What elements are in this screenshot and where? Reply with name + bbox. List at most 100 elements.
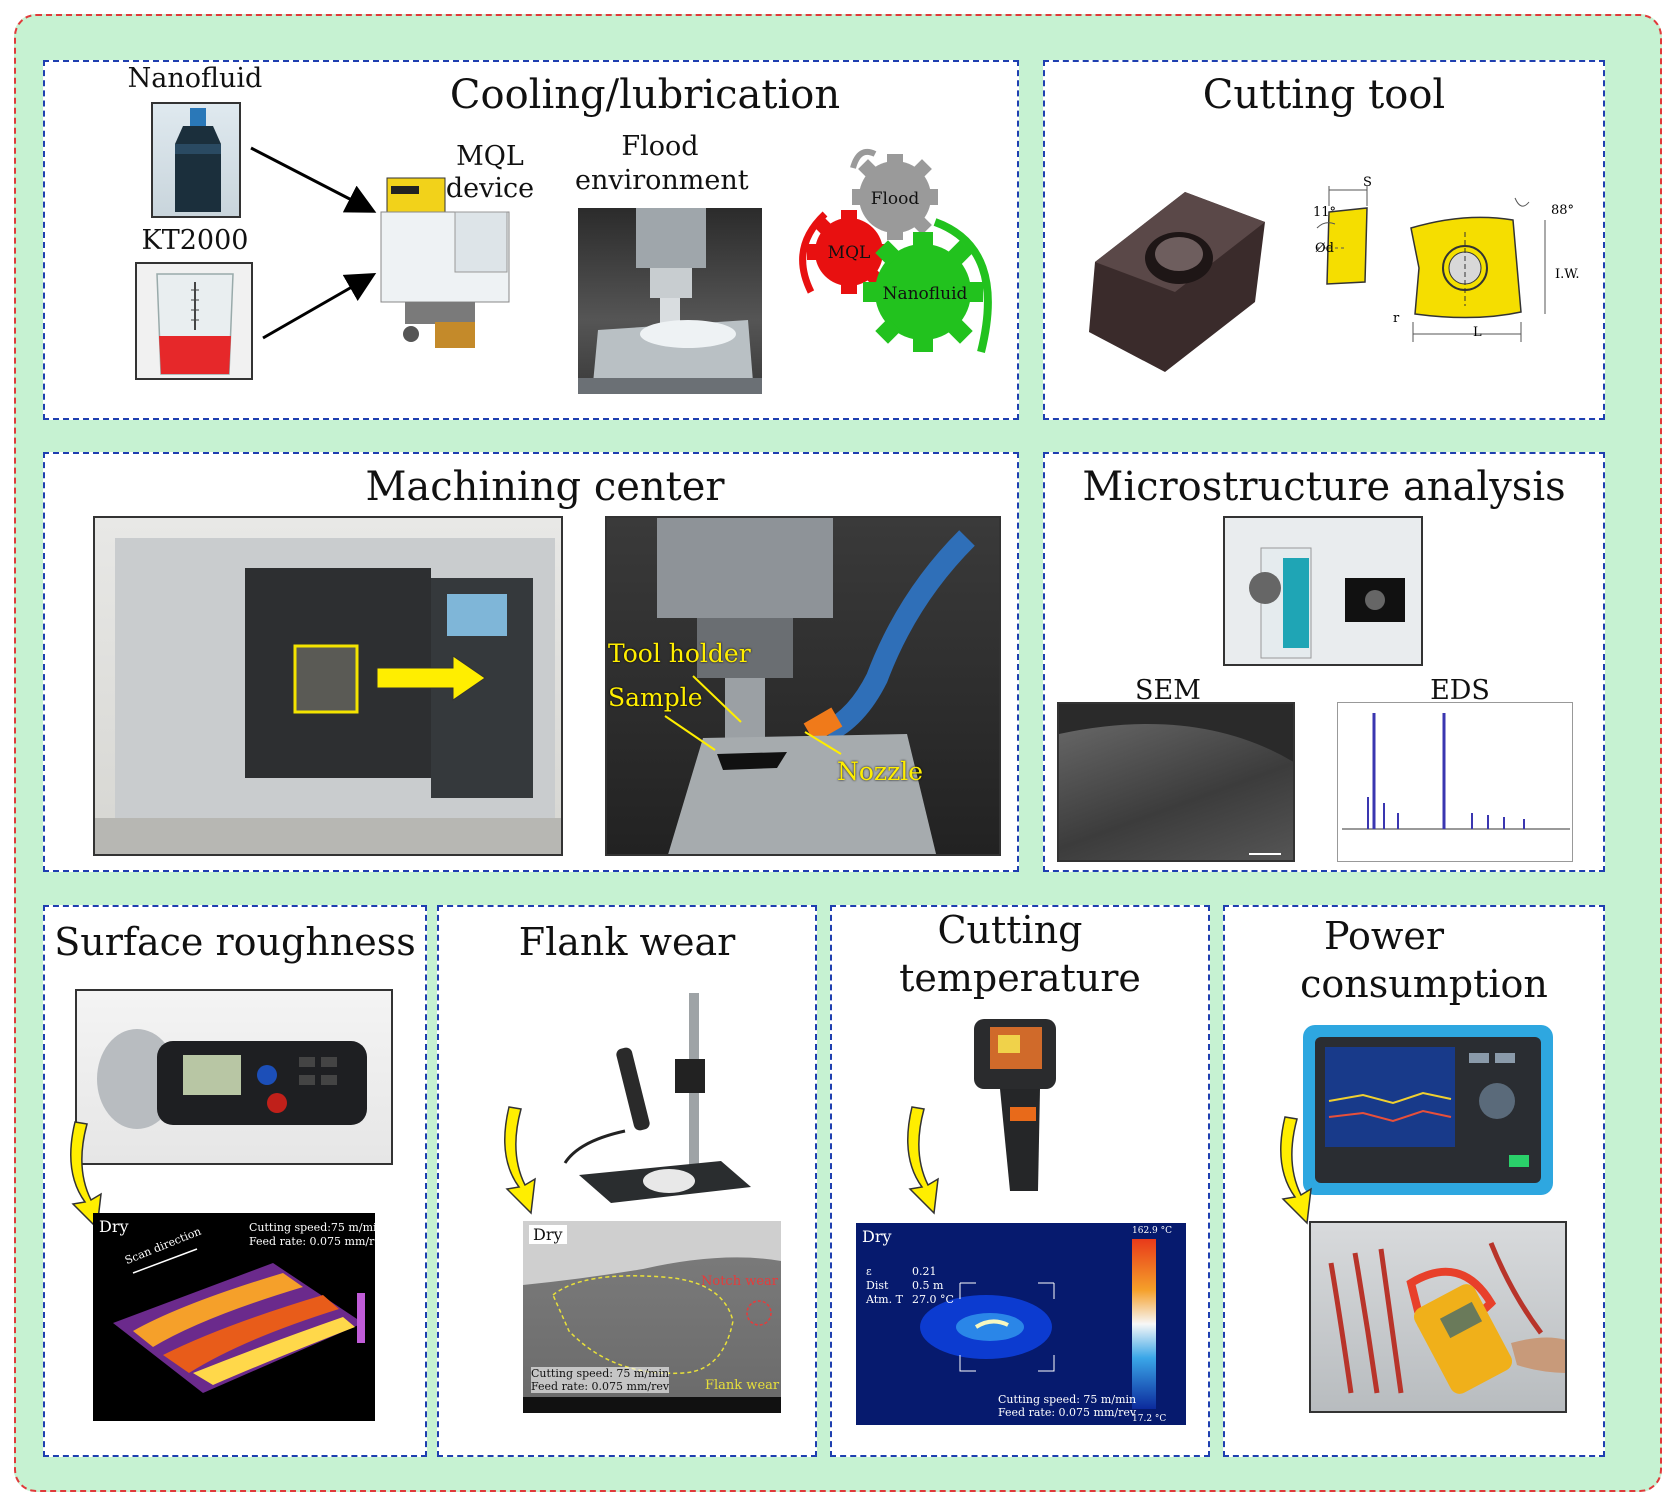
cooling-lubrication-panel: Cooling/lubrication Nanofluid KT2000 MQL… <box>43 60 1019 420</box>
nanofluid-bottle-photo <box>151 102 241 218</box>
cnc-machine-graphic <box>95 538 561 854</box>
nozzle-label: Nozzle <box>837 757 924 786</box>
flank-speed-label: Cutting speed: 75 m/min <box>531 1367 670 1380</box>
dim-angle-88-label: 88° <box>1551 203 1575 218</box>
flood-environment-photo <box>578 208 762 394</box>
surface-roughness-title: Surface roughness <box>54 920 416 964</box>
sem-texture-graphic <box>1059 704 1293 855</box>
dim-l-label: L <box>1473 325 1482 340</box>
sem-instrument-photo <box>1223 516 1423 666</box>
thermal-image-graphic <box>920 1239 1156 1409</box>
sem-image <box>1057 702 1295 862</box>
cutting-tool-title: Cutting tool <box>1202 72 1446 118</box>
tool-holder-label: Tool holder <box>608 639 751 668</box>
closeup-graphic <box>657 518 975 854</box>
mql-device-graphic <box>380 177 510 348</box>
thermal-image <box>856 1223 1186 1425</box>
flood-rotation-arrow-icon <box>850 148 877 169</box>
clamp-meter-photo <box>1309 1221 1567 1413</box>
distance-value: 0.5 m <box>912 1279 944 1292</box>
dim-angle-11-label: 11° <box>1313 205 1337 220</box>
arrow-nanofluid-to-mql <box>250 146 377 213</box>
tool-holder-closeup-photo <box>605 516 1001 856</box>
temperature-feed-label: Feed rate: 0.075 mm/rev <box>998 1406 1137 1419</box>
gear-flood-label: Flood <box>871 189 920 209</box>
flank-dry-label: Dry <box>529 1225 567 1244</box>
cutting-insert-photo <box>1089 192 1265 372</box>
clamp-meter-graphic <box>1328 1242 1565 1394</box>
dim-od-label: Ød <box>1315 241 1334 256</box>
mql-label-line1: MQL <box>456 141 524 172</box>
zoom-arrow-icon <box>376 655 486 701</box>
gear-mql-label: MQL <box>828 243 871 263</box>
thermal-camera-photo <box>974 1019 1056 1191</box>
dim-iw-label: I.W. <box>1555 267 1580 282</box>
power-consumption-title-line1: Power <box>1323 914 1445 958</box>
temperature-speed-label: Cutting speed: 75 m/min <box>998 1393 1137 1406</box>
temperature-dry-label: Dry <box>862 1227 892 1246</box>
mql-label-line2: device <box>445 173 535 204</box>
roughness-tester-photo <box>75 989 393 1165</box>
dim-s-label: S <box>1363 175 1372 190</box>
notch-wear-label: Notch wear <box>701 1274 778 1289</box>
flank-wear-title: Flank wear <box>518 920 736 964</box>
power-yellow-arrow-icon <box>1280 1116 1312 1225</box>
scale-max-label: 162.9 °C <box>1132 1226 1173 1236</box>
flank-wear-sem-image <box>523 1221 781 1413</box>
arrow-kt2000-to-mql <box>262 273 377 340</box>
power-consumption-panel: Power consumption <box>1223 905 1605 1457</box>
flank-wear-panel: Flank wear Dry Notch wear Flank wear Cut… <box>437 905 817 1457</box>
roughness-dry-label: Dry <box>99 1217 129 1236</box>
roughness-tester-graphic <box>97 1029 367 1129</box>
roughness-3d-map <box>93 1213 375 1421</box>
flood-spindle-graphic <box>578 208 762 394</box>
eds-spectrum-graphic <box>1342 713 1570 830</box>
emissivity-key: ε <box>866 1265 872 1278</box>
sem-label: SEM <box>1135 675 1201 706</box>
temperature-color-scale <box>1132 1239 1156 1409</box>
roughness-feed-label: Feed rate: 0.075 mm/rev <box>249 1235 388 1248</box>
temperature-yellow-arrow-icon <box>907 1106 939 1215</box>
emissivity-value: 0.21 <box>912 1265 937 1278</box>
power-analyzer-photo <box>1303 1025 1553 1195</box>
flank-wear-region-label: Flank wear <box>705 1378 780 1393</box>
machining-center-photo <box>93 516 563 856</box>
digital-microscope-photo <box>563 993 751 1203</box>
atm-temp-value: 27.0 °C <box>912 1293 954 1306</box>
kt2000-label: KT2000 <box>141 225 249 256</box>
roughness-speed-label: Cutting speed:75 m/min <box>249 1221 384 1234</box>
gear-nanofluid-label: Nanofluid <box>883 284 968 304</box>
kt2000-beaker-photo <box>135 262 253 380</box>
machining-center-title: Machining center <box>365 464 725 510</box>
cooling-arrows <box>250 146 377 340</box>
mql-rotation-arrow-icon <box>799 211 828 294</box>
flank-feed-label: Feed rate: 0.075 mm/rev <box>531 1380 670 1393</box>
surface-roughness-panel: Surface roughness Dry Cutting speed:75 m… <box>43 905 427 1457</box>
cutting-tool-panel: Cutting tool S 11° Ød 88° I.W. r L <box>1043 60 1605 420</box>
machining-leader-lines <box>664 675 842 755</box>
microstructure-title: Microstructure analysis <box>1082 464 1566 510</box>
scale-min-label: 17.2 °C <box>1132 1414 1167 1424</box>
cooling-lubrication-title: Cooling/lubrication <box>449 72 841 118</box>
machining-center-panel: Machining center Tool holder Sample Nozz… <box>43 452 1019 872</box>
beaker-graphic <box>156 273 234 375</box>
eds-label: EDS <box>1430 675 1490 706</box>
nanofluid-rotation-arrow-icon <box>933 218 992 353</box>
eds-spectrum <box>1337 702 1573 862</box>
nanofluid-label: Nanofluid <box>127 63 263 94</box>
flank-wear-graphic <box>523 1221 781 1413</box>
mql-device-illustration <box>375 172 535 352</box>
dim-r-label: r <box>1393 311 1400 326</box>
flood-label-line1: Flood <box>621 131 699 162</box>
nanofluid-gear-icon <box>863 232 983 352</box>
sem-instrument-graphic <box>1249 547 1405 659</box>
cutting-temperature-title-line1: Cutting <box>937 908 1083 952</box>
cutting-temperature-title-line2: temperature <box>899 956 1141 1000</box>
cutting-temperature-panel: Cutting temperature Dry ε 0.21 Dist 0.5 … <box>830 905 1210 1457</box>
microstructure-panel: Microstructure analysis SEM EDS <box>1043 452 1605 872</box>
power-consumption-title-line2: consumption <box>1300 962 1548 1006</box>
gears-illustration: Flood MQL Nanofluid <box>799 148 992 353</box>
distance-key: Dist <box>866 1279 889 1292</box>
flank-yellow-arrow-icon <box>504 1106 536 1215</box>
flood-label-line2: environment <box>575 165 749 196</box>
